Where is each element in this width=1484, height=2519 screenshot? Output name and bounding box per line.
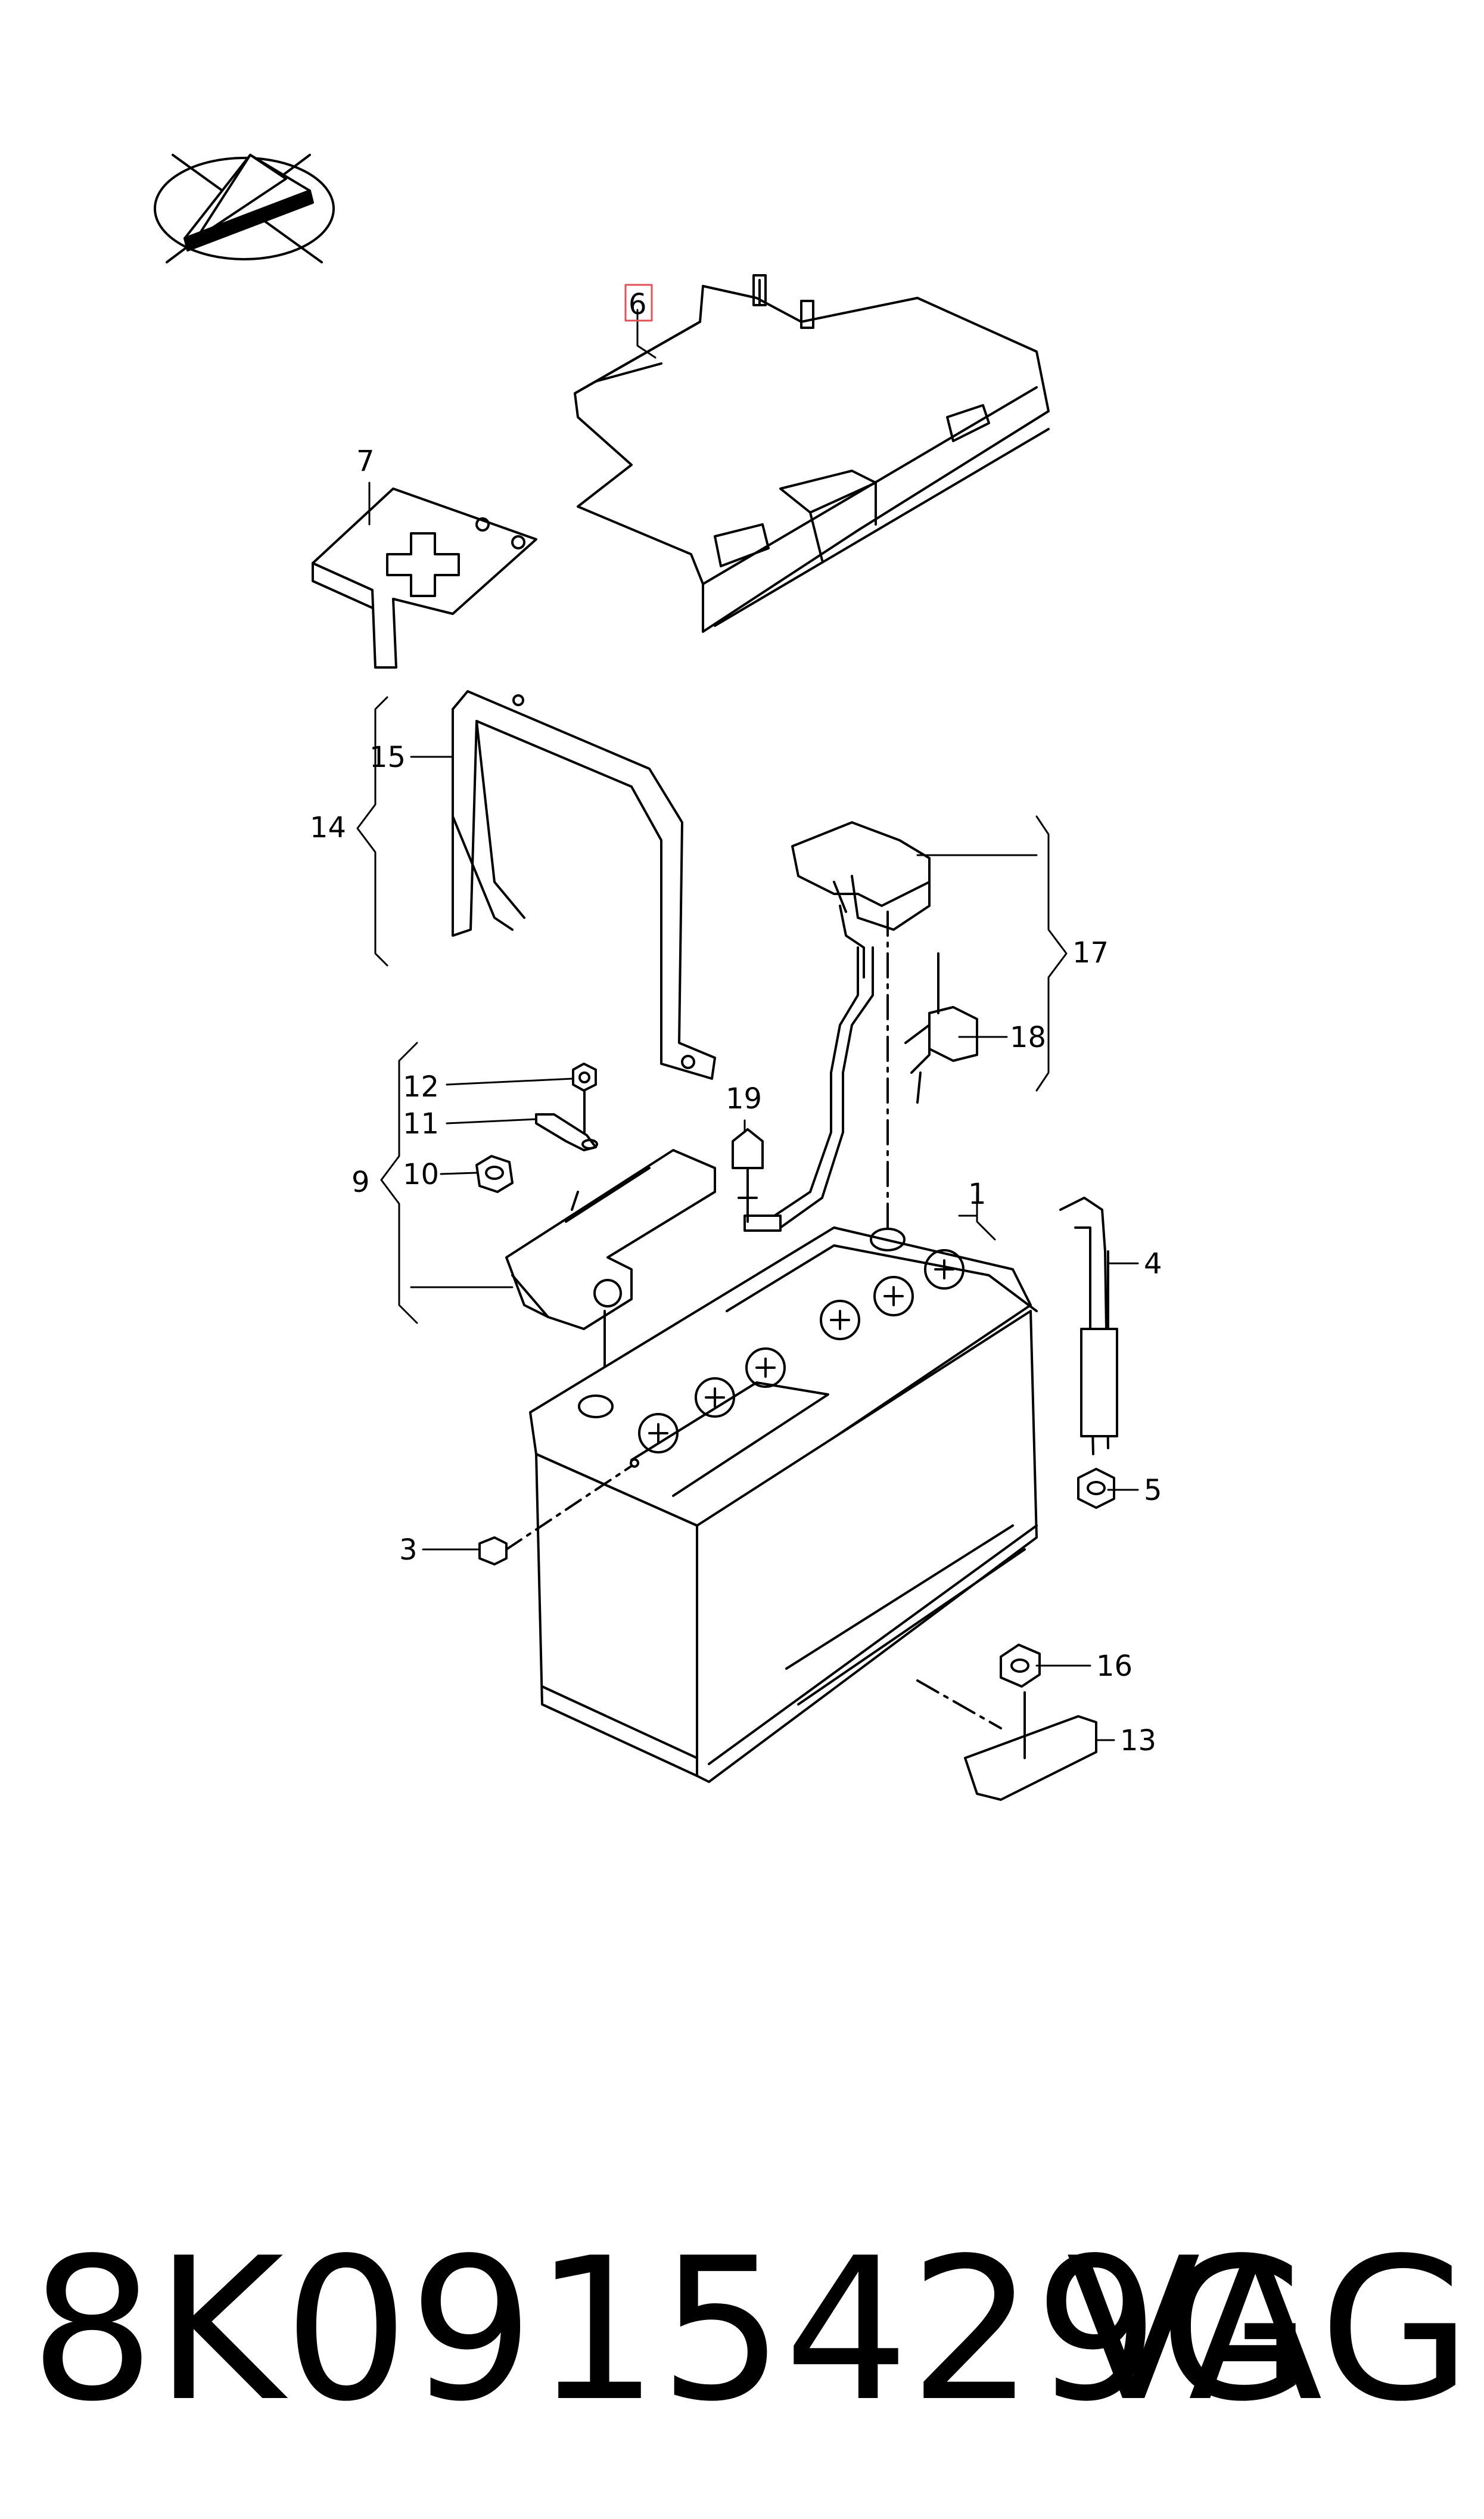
battery — [529, 1226, 1038, 1783]
callout-labels: 6 7 15 14 17 18 19 12 11 10 9 1 4 5 3 16… — [310, 288, 1162, 1757]
nut — [475, 1155, 514, 1193]
callout-15: 15 — [369, 741, 406, 774]
callout-13: 13 — [1120, 1724, 1156, 1757]
battery-cable-clamp — [743, 821, 931, 1232]
part-number: 8K0915429G — [30, 2216, 1312, 2445]
callout-4: 4 — [1144, 1247, 1162, 1281]
callout-16: 16 — [1096, 1650, 1133, 1683]
terminal-cap — [732, 1128, 764, 1223]
battery-cover — [574, 274, 1050, 633]
callout-11: 11 — [403, 1107, 439, 1141]
washer — [535, 1113, 598, 1151]
bolt — [572, 1063, 597, 1133]
callout-5: 5 — [1144, 1474, 1162, 1507]
callout-9: 9 — [351, 1166, 370, 1199]
battery-bracket — [452, 690, 716, 1080]
callout-6: 6 — [629, 288, 647, 321]
callout-19: 19 — [726, 1082, 762, 1116]
callout-1: 1 — [968, 1178, 987, 1211]
callout-7: 7 — [356, 445, 375, 478]
terminal-cover-plate — [312, 487, 537, 669]
fuse-holder — [904, 952, 978, 1104]
vent-plug — [478, 1465, 633, 1566]
logo-icon — [154, 154, 335, 263]
callout-17: 17 — [1072, 936, 1109, 970]
callout-3: 3 — [399, 1533, 418, 1567]
ground-nut — [1077, 1468, 1115, 1509]
highlight-box — [624, 284, 653, 322]
callout-18: 18 — [1010, 1021, 1046, 1054]
callout-14: 14 — [310, 811, 346, 844]
leader-lines — [356, 309, 1139, 1741]
footer: 8K0915429G VAG — [30, 2217, 1471, 2443]
callout-12: 12 — [403, 1070, 439, 1104]
clamp-nut — [1000, 1644, 1041, 1688]
clamp-plate — [964, 1691, 1097, 1801]
center-lines — [886, 911, 1002, 1729]
brand-name: VAG — [1066, 2216, 1471, 2445]
callout-10: 10 — [403, 1158, 439, 1191]
ground-cable — [1059, 1197, 1118, 1455]
